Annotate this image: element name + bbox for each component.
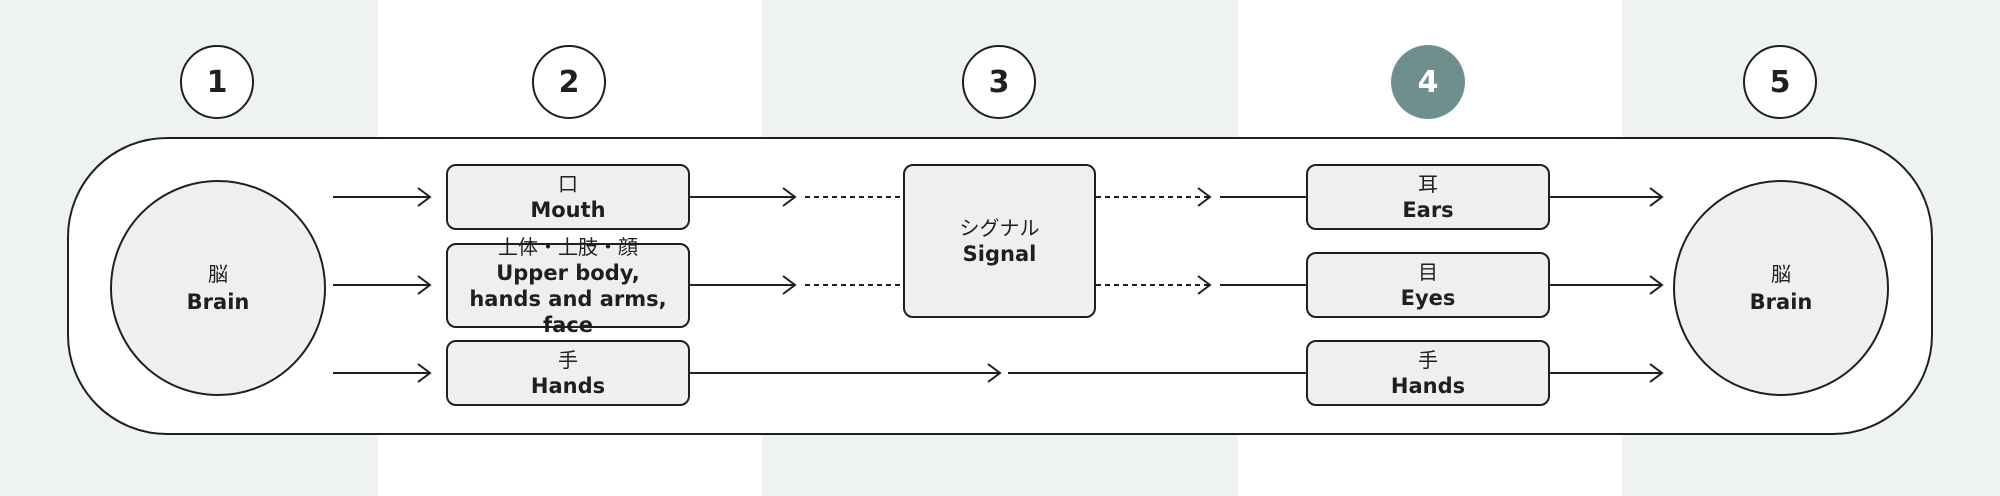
brain-target-node: 脳 Brain xyxy=(1673,180,1889,396)
step-number: 3 xyxy=(988,64,1010,100)
brain-en-label: Brain xyxy=(186,290,250,314)
hands-input-en-label: Hands xyxy=(1390,374,1466,398)
arrow-ears-to-brain xyxy=(1550,187,1664,207)
hands-output-node: 手 Hands xyxy=(446,340,690,406)
arrow-eyes-to-brain xyxy=(1550,275,1664,295)
ears-en-label: Ears xyxy=(1402,198,1454,222)
brain-en-label: Brain xyxy=(1749,290,1813,314)
ears-jp-label: 耳 xyxy=(1418,172,1438,196)
signal-en-label: Signal xyxy=(962,242,1037,266)
arrow-hands-to-brain xyxy=(1550,363,1664,383)
step-number: 4 xyxy=(1417,64,1439,100)
mouth-jp-label: 口 xyxy=(558,172,578,196)
ears-node: 耳 Ears xyxy=(1306,164,1550,230)
brain-jp-label: 脳 xyxy=(1771,262,1791,286)
step-1-badge: 1 xyxy=(180,45,254,119)
signal-node: シグナル Signal xyxy=(903,164,1096,318)
arrow-signal-to-ears xyxy=(1096,187,1306,207)
brain-source-node: 脳 Brain xyxy=(110,180,326,396)
hands-output-en-label: Hands xyxy=(530,374,606,398)
mouth-node: 口 Mouth xyxy=(446,164,690,230)
mouth-en-label: Mouth xyxy=(530,198,606,222)
hands-output-jp-label: 手 xyxy=(558,348,578,372)
step-5-badge: 5 xyxy=(1743,45,1817,119)
arrow-signal-to-eyes xyxy=(1096,275,1306,295)
step-number: 1 xyxy=(206,64,228,100)
arrow-brain-to-upper-body xyxy=(333,275,432,295)
arrow-hands-to-hands xyxy=(690,363,1306,383)
step-4-badge: 4 xyxy=(1391,45,1465,119)
step-3-badge: 3 xyxy=(962,45,1036,119)
hands-input-jp-label: 手 xyxy=(1418,348,1438,372)
step-number: 5 xyxy=(1769,64,1791,100)
hands-input-node: 手 Hands xyxy=(1306,340,1550,406)
eyes-node: 目 Eyes xyxy=(1306,252,1550,318)
upper-body-en-label-line2: hands and arms, face xyxy=(469,286,667,337)
arrow-mouth-to-signal xyxy=(690,187,903,207)
step-2-badge: 2 xyxy=(532,45,606,119)
signal-jp-label: シグナル xyxy=(959,216,1040,240)
eyes-jp-label: 目 xyxy=(1418,260,1438,284)
arrow-brain-to-hands xyxy=(333,363,432,383)
upper-body-node: 上体・上肢・顔 Upper body, hands and arms, face xyxy=(446,235,690,337)
upper-body-jp-label: 上体・上肢・顔 xyxy=(498,234,638,259)
upper-body-en-label: Upper body, xyxy=(496,260,640,285)
brain-jp-label: 脳 xyxy=(208,262,228,286)
arrow-upper-body-to-signal xyxy=(690,275,903,295)
arrow-brain-to-mouth xyxy=(333,187,432,207)
eyes-en-label: Eyes xyxy=(1400,286,1456,310)
step-number: 2 xyxy=(558,64,580,100)
